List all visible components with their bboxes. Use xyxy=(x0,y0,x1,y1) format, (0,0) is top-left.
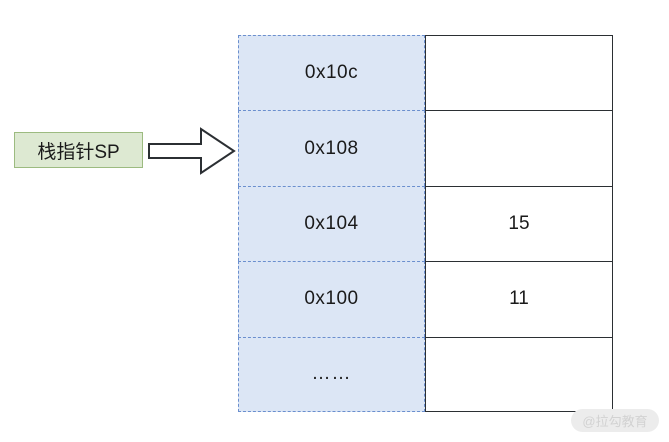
address-cell: 0x10c xyxy=(238,35,425,111)
memory-table: 0x10c 0x108 0x104 15 0x100 11 …… xyxy=(238,35,613,412)
table-row: 0x100 11 xyxy=(238,261,613,337)
right-arrow-icon xyxy=(146,124,238,178)
address-cell-ellipsis: …… xyxy=(238,336,425,412)
value-cell xyxy=(425,336,613,412)
stack-pointer-label: 栈指针SP xyxy=(14,132,143,168)
table-row: 0x108 xyxy=(238,110,613,186)
value-cell xyxy=(425,110,613,186)
table-row: …… xyxy=(238,336,613,412)
address-cell: 0x108 xyxy=(238,110,425,186)
value-cell: 15 xyxy=(425,185,613,262)
address-cell: 0x100 xyxy=(238,261,425,337)
value-cell xyxy=(425,35,613,111)
table-row: 0x10c xyxy=(238,35,613,111)
value-cell: 11 xyxy=(425,261,613,337)
table-row: 0x104 15 xyxy=(238,185,613,262)
watermark: @拉勾教育 xyxy=(571,409,659,432)
address-cell: 0x104 xyxy=(238,185,425,262)
ellipsis-text: …… xyxy=(311,363,352,385)
